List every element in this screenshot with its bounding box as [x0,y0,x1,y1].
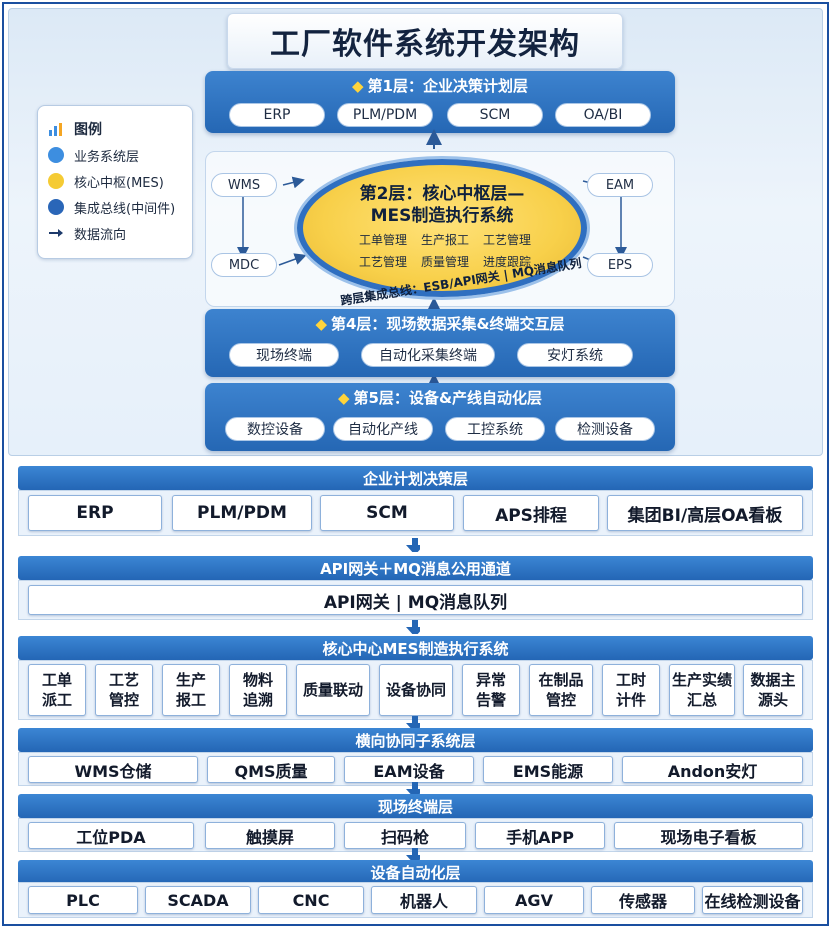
collab-item: Andon安灯 [622,756,803,783]
core-layer-title: 核心中心MES制造执行系统 [18,636,813,660]
device-item: AGV [484,886,584,914]
mes-item: 质量管理 [421,255,470,269]
legend: 图例 业务系统层 核心中枢(MES) 集成总线(中间件) 数据流向 [37,105,193,259]
mes-item: 生产报工 [421,233,470,247]
device-item: PLC [28,886,138,914]
gateway-content: API网关 | MQ消息队列 [28,585,803,615]
legend-item-bus: 集成总线(中间件) [48,194,182,220]
device-layer-block: PLC SCADA CNC 机器人 AGV 传感器 在线检测设备 [18,882,813,918]
legend-item-flow: 数据流向 [48,220,182,246]
gateway-layer-title: API网关＋MQ消息公用通道 [18,556,813,580]
gateway-layer-block: API网关 | MQ消息队列 [18,580,813,620]
core-item: 设备协同 [379,664,453,716]
yellow-dot-icon [48,173,64,189]
mes-title-line1: 第2层：核心中枢层— [359,184,525,204]
down-arrow-icon [406,538,420,552]
enterprise-item: 集团BI/高层OA看板 [607,495,803,531]
layer1-band: ◆第1层：企业决策计划层 ERP PLM/PDM SCM OA/BI [205,71,675,133]
layer2-right-eam: EAM [587,173,653,197]
layer4-item: 现场终端 [229,343,339,367]
layer5-item: 数控设备 [225,417,325,441]
layer5-item: 工控系统 [445,417,545,441]
layer4-band: ◆第4层：现场数据采集&终端交互层 现场终端 自动化采集终端 安灯系统 [205,309,675,377]
layer1-item-oabi: OA/BI [555,103,651,127]
enterprise-layer-title: 企业计划决策层 [18,466,813,490]
legend-item-label: 数据流向 [74,227,127,243]
enterprise-item: PLM/PDM [172,495,312,531]
device-item: SCADA [145,886,251,914]
layer5-item: 检测设备 [555,417,655,441]
layer2-right-eps: EPS [587,253,653,277]
layer4-item: 自动化采集终端 [361,343,495,367]
core-item: 质量联动 [296,664,370,716]
legend-item-label: 核心中枢(MES) [74,175,164,191]
layer4-title: ◆第4层：现场数据采集&终端交互层 [315,315,565,333]
collab-item: EAM设备 [344,756,474,783]
enterprise-item: SCM [320,495,454,531]
core-layer-block: 工单 派工 工艺 管控 生产 报工 物料 追溯 质量联动 设备协同 异常 告警 … [18,660,813,720]
mes-title-line2: MES制造执行系统 [370,206,514,226]
legend-header: 图例 [48,116,182,142]
device-item: CNC [258,886,364,914]
mes-item: 进度跟踪 [483,255,532,269]
terminal-item: 工位PDA [28,822,194,849]
mes-core-ellipse: 第2层：核心中枢层— MES制造执行系统 工单管理 生产报工 工艺管理 工艺管理… [297,159,587,297]
enterprise-item: APS排程 [463,495,599,531]
layer5-band: ◆第5层：设备&产线自动化层 数控设备 自动化产线 工控系统 检测设备 [205,383,675,451]
terminal-item: 现场电子看板 [614,822,803,849]
blue-dot-icon [48,147,64,163]
layer1-item-plm: PLM/PDM [337,103,433,127]
core-item: 工时 计件 [602,664,660,716]
title-banner: 工厂软件系统开发架构 [227,13,623,69]
dark-blue-dot-icon [48,199,64,215]
mes-item: 工艺管理 [359,255,408,269]
down-arrow-icon [406,620,420,634]
terminal-item: 触摸屏 [205,822,335,849]
arrow-right-icon [49,229,63,237]
enterprise-layer-block: ERP PLM/PDM SCM APS排程 集团BI/高层OA看板 [18,490,813,536]
device-item: 机器人 [371,886,477,914]
device-item: 在线检测设备 [702,886,803,914]
layer5-title: ◆第5层：设备&产线自动化层 [337,389,543,407]
core-item: 在制品 管控 [529,664,593,716]
core-item: 工艺 管控 [95,664,153,716]
device-item: 传感器 [591,886,695,914]
core-item: 工单 派工 [28,664,86,716]
collab-layer-title: 横向协同子系统层 [18,728,813,752]
legend-item-label: 集成总线(中间件) [74,201,176,217]
layer2-left-wms: WMS [211,173,277,197]
collab-item: WMS仓储 [28,756,198,783]
core-item: 数据主 源头 [743,664,803,716]
device-layer-title: 设备自动化层 [18,860,813,884]
legend-item-core: 核心中枢(MES) [48,168,182,194]
legend-item-business: 业务系统层 [48,142,182,168]
layer2-left-mdc: MDC [211,253,277,277]
core-item: 生产 报工 [162,664,220,716]
layer1-item-erp: ERP [229,103,325,127]
collab-item: EMS能源 [483,756,613,783]
mes-item: 工艺管理 [483,233,532,247]
core-item: 物料 追溯 [229,664,287,716]
layer1-title: ◆第1层：企业决策计划层 [352,77,528,95]
terminal-layer-block: 工位PDA 触摸屏 扫码枪 手机APP 现场电子看板 [18,818,813,852]
page-title: 工厂软件系统开发架构 [270,27,580,62]
terminal-layer-title: 现场终端层 [18,794,813,818]
terminal-item: 扫码枪 [344,822,466,849]
layer5-item: 自动化产线 [333,417,433,441]
core-item: 异常 告警 [462,664,520,716]
layer4-item: 安灯系统 [517,343,633,367]
bar-chart-icon [49,123,62,136]
mes-item: 工单管理 [359,233,408,247]
enterprise-item: ERP [28,495,162,531]
legend-header-label: 图例 [74,122,102,138]
architecture-illustration: 工厂软件系统开发架构 图例 业务系统层 核心中枢(MES) 集成总线(中间件) [8,8,823,456]
legend-item-label: 业务系统层 [74,149,140,165]
collab-layer-block: WMS仓储 QMS质量 EAM设备 EMS能源 Andon安灯 [18,752,813,786]
core-item: 生产实绩 汇总 [669,664,735,716]
layer1-item-scm: SCM [447,103,543,127]
terminal-item: 手机APP [475,822,605,849]
collab-item: QMS质量 [207,756,335,783]
